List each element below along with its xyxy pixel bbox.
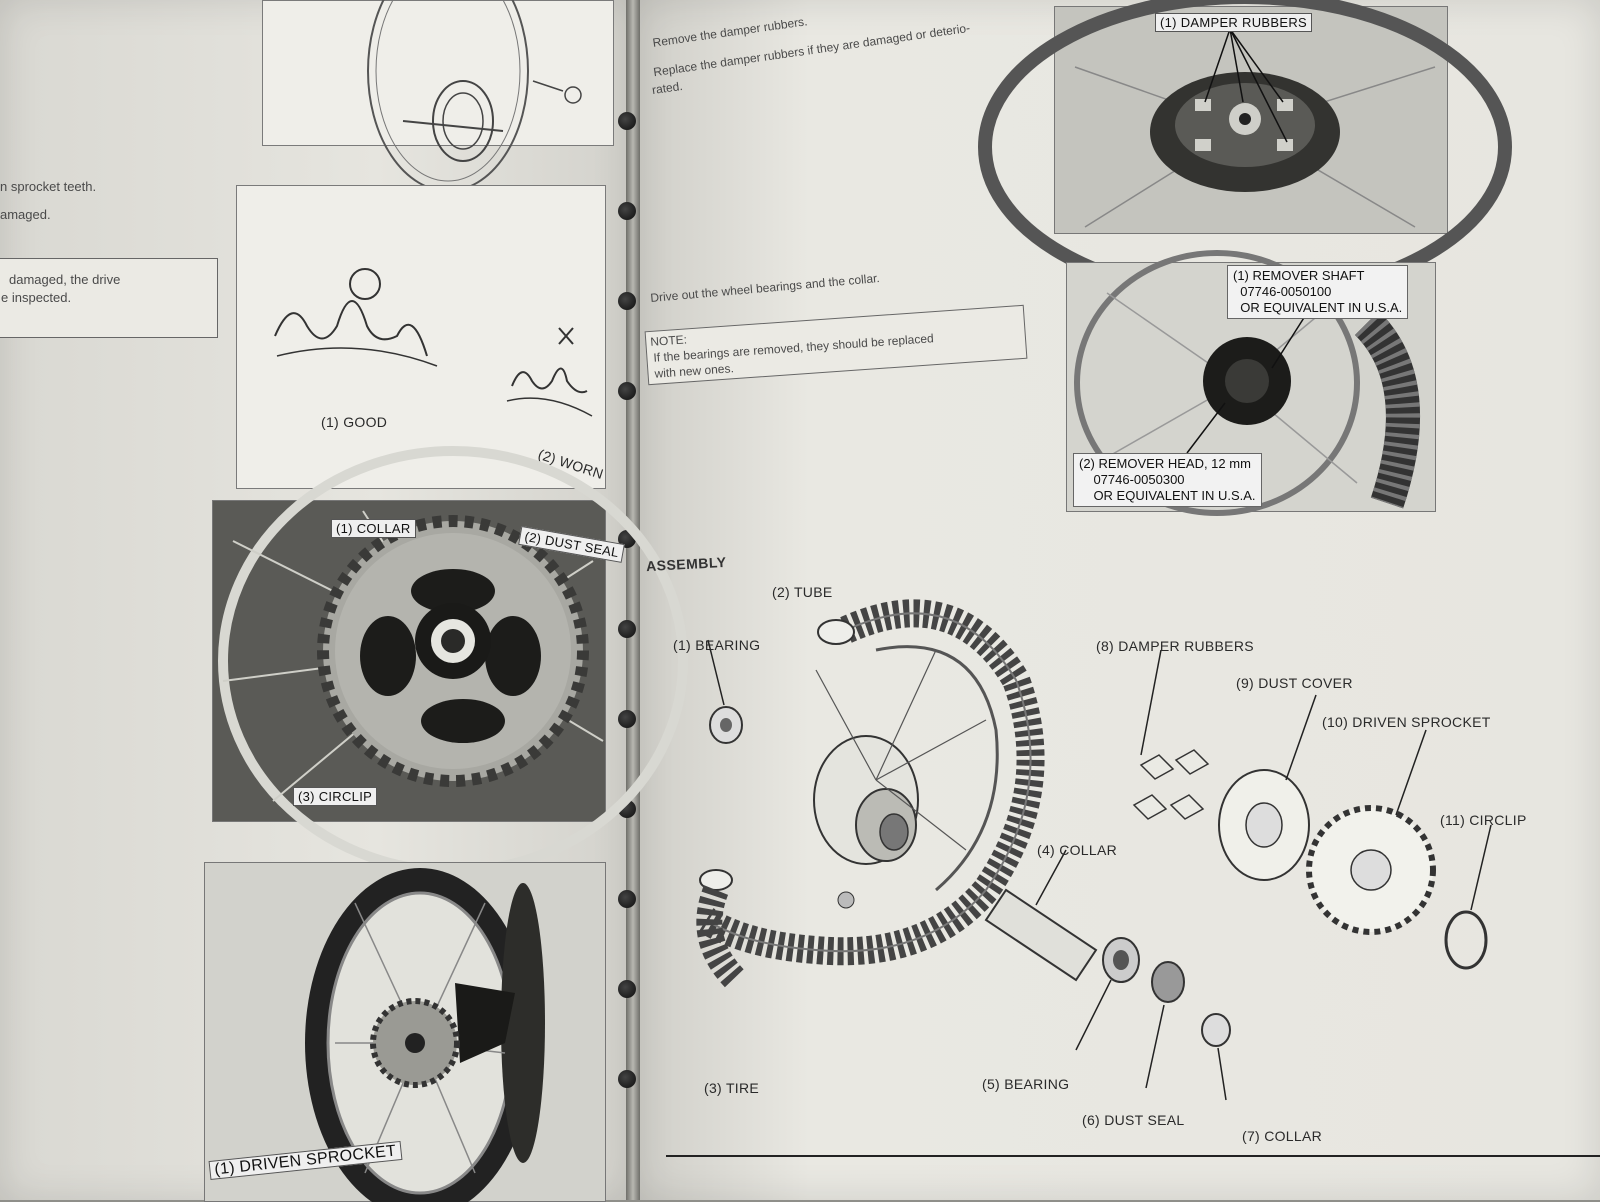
remover-head-label: (2) REMOVER HEAD, 12 mm 07746-0050300 OR…	[1073, 453, 1262, 507]
damper-rubbers-photo: (1) DAMPER RUBBERS	[978, 0, 1512, 304]
note-box-left: damaged, the drive e inspected.	[0, 258, 218, 338]
part-label-bearing-5: (5) BEARING	[982, 1076, 1070, 1092]
collar-label: (1) COLLAR	[331, 519, 416, 538]
remover-shaft-label: (1) REMOVER SHAFT 07746-0050100 OR EQUIV…	[1227, 265, 1409, 319]
sprocket-photo: (1) COLLAR (2) DUST SEAL (3) CIRCLIP	[212, 446, 688, 876]
part-label-collar: (4) COLLAR	[1037, 842, 1118, 858]
binding-ring	[618, 980, 636, 998]
damper-rubbers-label: (1) DAMPER RUBBERS	[1155, 13, 1312, 32]
part-label-tire: (3) TIRE	[704, 1080, 760, 1096]
sprocket-tooth-diagram: (1) GOOD (2) WORN	[236, 185, 606, 489]
binding-ring	[618, 292, 636, 310]
binding-ring	[618, 1070, 636, 1088]
driven-sprocket-photo: (1) DRIVEN SPROCKET	[204, 862, 606, 1202]
part-label-dust-seal: (6) DUST SEAL	[1082, 1112, 1185, 1128]
part-label-collar-7: (7) COLLAR	[1242, 1128, 1323, 1144]
wheel-illustration-top	[262, 0, 614, 192]
note-text: damaged, the drive	[9, 272, 121, 287]
binding-ring	[618, 710, 636, 728]
binding-ring	[618, 890, 636, 908]
part-label-bearing: (1) BEARING	[673, 637, 761, 653]
part-label-damper-rubbers: (8) DAMPER RUBBERS	[1096, 638, 1254, 654]
binding-ring	[618, 112, 636, 130]
note-text: e inspected.	[1, 290, 72, 305]
good-tooth-label: (1) GOOD	[321, 414, 388, 430]
assembly-diagram	[666, 599, 1600, 1157]
part-label-driven-sprocket: (10) DRIVEN SPROCKET	[1322, 714, 1491, 730]
part-label-circlip: (11) CIRCLIP	[1440, 812, 1527, 828]
part-label-tube: (2) TUBE	[772, 584, 833, 600]
bearing-remover-photo: (1) REMOVER SHAFT 07746-0050100 OR EQUIV…	[1066, 250, 1436, 516]
binding-ring	[618, 202, 636, 220]
circlip-label: (3) CIRCLIP	[293, 787, 378, 806]
part-label-dust-cover: (9) DUST COVER	[1236, 675, 1353, 691]
body-text: n sprocket teeth.	[0, 179, 97, 194]
binding-ring	[618, 382, 636, 400]
note-line: If the bearings are removed, they should…	[652, 331, 935, 365]
body-text: amaged.	[0, 207, 51, 222]
binding-ring	[618, 620, 636, 638]
